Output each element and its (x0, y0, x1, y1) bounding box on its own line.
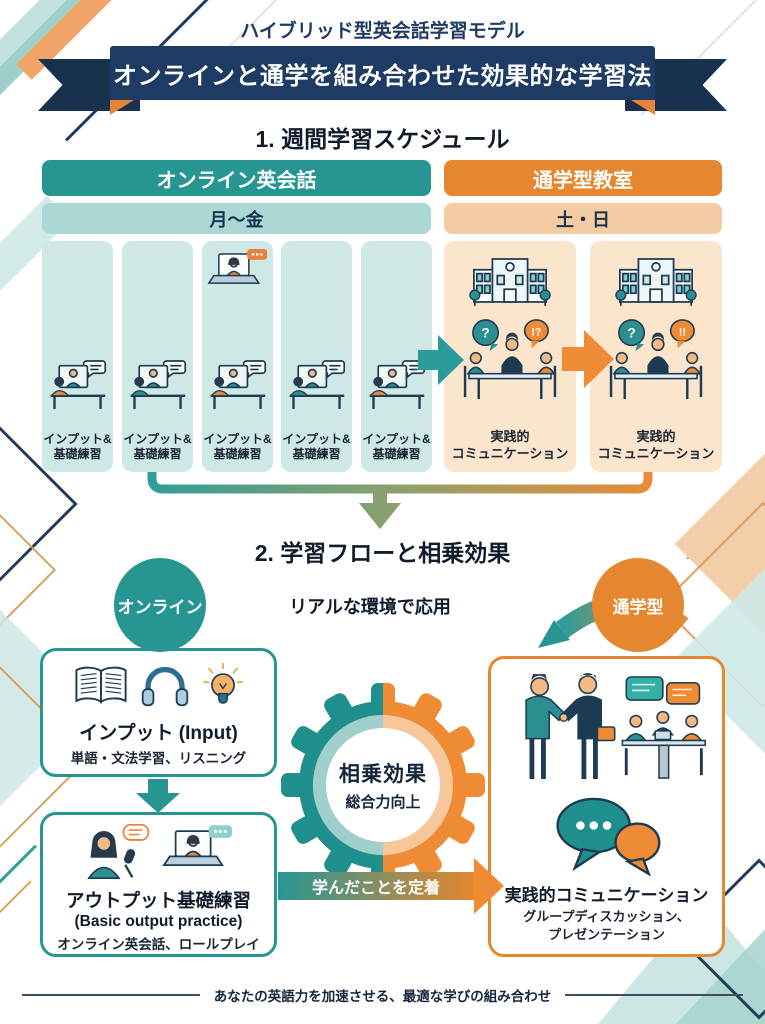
output-panel: アウトプット基礎練習 (Basic output practice) オンライン… (40, 812, 277, 957)
output-icon-row (84, 823, 234, 885)
footer: あなたの英語力を加速させる、最適な学びの組み合わせ (22, 985, 743, 1005)
output-panel-subtitle: オンライン英会話、ロールプレイ (57, 937, 260, 952)
weekend-label-line1: 実践的 (490, 429, 530, 445)
online-group-header: オンライン英会話 (42, 160, 431, 196)
lightbulb-icon (200, 661, 246, 716)
weekend-card-label: 実践的コミュニケーション (590, 429, 722, 463)
practice-panel: 実践的コミュニケーション グループディスカッション、プレゼンテーション (488, 656, 725, 957)
consolidate-arrowhead-icon (474, 858, 504, 914)
practice-subtitle-line1: グループディスカッション、 (523, 909, 690, 924)
weekend-card: ?!? 実践的コミュニケーション (444, 241, 576, 472)
laptop-teacher-illustration (206, 249, 269, 299)
deco-bottomleft-line-teal (0, 844, 37, 932)
question-bubble-text: ? (627, 326, 635, 341)
section-connector-arrow (130, 470, 670, 539)
page-title: オンラインと通学を組み合わせた効果的な学習法 (110, 46, 655, 100)
input-panel-title: インプット (Input) (79, 723, 238, 744)
output-panel-title-en: (Basic output practice) (74, 913, 243, 930)
footer-line-right (565, 994, 743, 996)
weekday-label-line1: インプット& (362, 431, 431, 446)
page-eyebrow: ハイブリッド型英会話学習モデル (240, 21, 525, 42)
school-building-icon (469, 250, 551, 314)
weekday-card: インプット&基礎練習 (281, 241, 352, 472)
synergy-gear-icon (280, 682, 486, 888)
online-lesson-illustration (127, 358, 189, 416)
weekday-label-line1: インプット& (123, 431, 192, 446)
online-lesson-illustration (286, 358, 348, 416)
online-badge: オンライン (114, 558, 206, 652)
practice-panel-subtitle: グループディスカッション、プレゼンテーション (523, 908, 690, 943)
deco-bottomleft-line-tan (0, 880, 32, 974)
weekday-label-line1: インプット& (203, 431, 272, 446)
weekday-card-label: インプット&基礎練習 (361, 432, 432, 463)
input-icon-row (72, 661, 246, 716)
online-days-band: 月〜金 (42, 203, 431, 234)
weekday-label-line2: 基礎練習 (372, 447, 421, 462)
practice-panel-title: 実践的コミュニケーション (504, 886, 709, 905)
school-badge: 通学型 (592, 558, 684, 652)
weekend-card-label: 実践的コミュニケーション (444, 429, 576, 463)
ribbon-fold-right (631, 100, 655, 115)
consolidate-arrow: 学んだことを定着 (278, 872, 474, 900)
apply-arrow-label: リアルな環境で応用 (289, 597, 451, 617)
book-icon (72, 664, 130, 713)
title-ribbon: オンラインと通学を組み合わせた効果的な学習法 (38, 46, 727, 118)
ribbon-fold-left (110, 100, 134, 115)
weekday-label-line2: 基礎練習 (53, 447, 102, 462)
weekday-to-weekend-arrow-icon (418, 335, 464, 390)
weekday-label-line1: インプット& (282, 431, 351, 446)
weekday-card-label: インプット&基礎練習 (202, 432, 273, 463)
weekday-card-label: インプット&基礎練習 (122, 432, 193, 463)
weekend-label-line2: コミュニケーション (451, 446, 569, 462)
laptop-teacher-icon (161, 825, 234, 883)
weekday-label-line2: 基礎練習 (292, 447, 341, 462)
weekend-label-line2: コミュニケーション (597, 446, 715, 462)
synergy-gear-label: 相乗効果 総合力向上 (280, 682, 486, 888)
weekday-label-line1: インプット& (43, 431, 112, 446)
headphones-icon (140, 664, 190, 714)
output-panel-title: アウトプット基礎練習 (65, 890, 251, 911)
weekend-card: ?!! 実践的コミュニケーション (590, 241, 722, 472)
speaking-woman-mic-icon (84, 823, 154, 885)
weekday-card-label: インプット&基礎練習 (281, 432, 352, 463)
group-discussion-illustration: ?!? (459, 317, 561, 408)
weekday-card: インプット&基礎練習 (42, 241, 113, 472)
gear-title: 相乗効果 (339, 763, 427, 786)
school-building-icon (615, 250, 697, 314)
section2-title: 2. 学習フローと相乗効果 (254, 540, 511, 566)
group-discussion-illustration: ?!! (605, 317, 707, 408)
footer-line-left (22, 994, 200, 996)
online-lesson-illustration (207, 358, 269, 416)
weekday-card-label: インプット&基礎練習 (42, 432, 113, 463)
consolidate-arrow-label: 学んだことを定着 (311, 880, 440, 897)
gear-subtitle: 総合力向上 (345, 794, 421, 811)
exclaim-bubble-text: !! (679, 327, 686, 339)
saturday-to-sunday-arrow-icon (562, 330, 614, 393)
input-to-output-arrow-icon (136, 779, 180, 818)
weekday-card: インプット&基礎練習 (122, 241, 193, 472)
footer-tagline: あなたの英語力を加速させる、最適な学びの組み合わせ (213, 989, 552, 1004)
school-days-band: 土・日 (444, 203, 722, 234)
weekend-label-line1: 実践的 (636, 429, 676, 445)
input-panel: インプット (Input) 単語・文法学習、リスニング (40, 648, 277, 777)
handshake-meeting-illustration (503, 671, 711, 790)
weekday-card: インプット&基礎練習 (202, 241, 273, 472)
speech-bubbles-icon (550, 794, 664, 881)
exclaim-bubble-text: !? (531, 327, 541, 339)
input-panel-subtitle: 単語・文法学習、リスニング (70, 751, 247, 766)
practice-subtitle-line2: プレゼンテーション (548, 926, 665, 942)
online-lesson-illustration (47, 358, 109, 416)
weekday-label-line2: 基礎練習 (213, 447, 262, 462)
weekday-label-line2: 基礎練習 (133, 447, 182, 462)
school-group-header: 通学型教室 (444, 160, 722, 196)
section1-title: 1. 週間学習スケジュール (255, 126, 510, 152)
question-bubble-text: ? (481, 326, 489, 341)
